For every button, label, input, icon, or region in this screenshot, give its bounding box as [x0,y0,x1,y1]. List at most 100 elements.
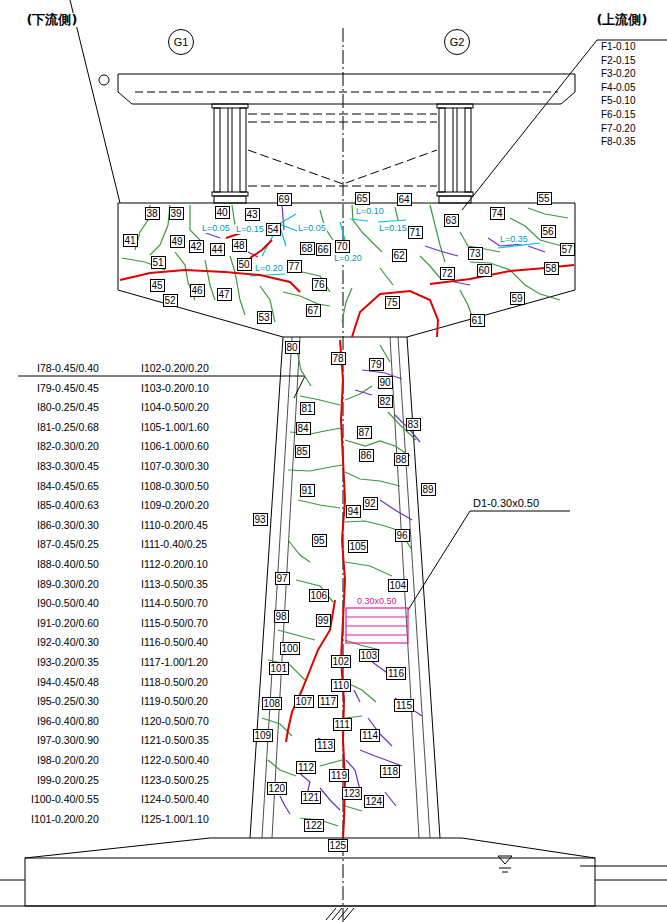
pier-cap [118,203,575,337]
ground-line [0,880,25,881]
bearing [214,196,246,203]
crack-number: 47 [217,288,232,301]
crack-line [345,386,372,400]
callout-number: 116 [388,668,404,679]
pier-column [250,337,440,838]
girder-marker: G1 [168,29,194,55]
crack-width-label: F5-0.10 [600,95,636,107]
crack-length-label: L=0.10 [355,206,385,216]
callout-number: 113 [317,740,333,751]
crack-number: 102 [331,655,352,668]
crack-number: 65 [355,192,370,205]
crack-number: 76 [312,278,327,291]
girder-stiffener [465,108,471,192]
girder-name: G2 [450,36,465,48]
crack-line [528,246,545,252]
water-level-symbol [498,856,512,872]
hatch [326,908,354,920]
crack-number: 106 [309,589,330,602]
crack-number: 67 [306,304,321,317]
crack-list-entry: I80-0.25/0.45 [36,401,100,413]
crack-number: 80 [285,341,300,354]
crack-line [395,207,398,220]
callout-number: 102 [333,656,350,667]
crack-number: 54 [266,223,281,236]
crack-number: 51 [151,256,166,269]
crack-number: 41 [123,234,138,247]
crack-number: 98 [274,610,289,623]
callout-number: 109 [255,730,272,741]
callout-number: 87 [359,427,370,438]
crack-number: 71 [408,226,423,239]
crack-number: 84 [296,422,311,435]
callout-number: 100 [282,643,299,654]
crack-number: 90 [378,376,393,389]
crack-list-entry: I100-0.40/0.55 [30,793,100,805]
callout-number: 82 [380,396,391,407]
crack-line [302,272,330,292]
crack-number: 83 [406,418,421,431]
callout-number: 64 [399,194,410,205]
callout-number: 53 [259,312,270,323]
crack-line [286,600,335,742]
crack-line [298,500,340,508]
crack-line [296,580,333,602]
crack-line [279,214,296,224]
crack-number: 119 [329,769,349,782]
callout-number: 61 [472,315,483,326]
crack-list-entry: I118-0.50/0.20 [140,676,209,688]
crack-length-label: L=0.05 [201,223,231,233]
callout-number: 79 [371,359,382,370]
spall-area [346,608,408,643]
crack-list-entry: I111-0.40/0.25 [140,538,208,550]
callout-number: 88 [396,454,407,465]
girder-stiffener [439,108,445,192]
crack-line [460,290,472,316]
crack-list-entry: I98-0.20/0.20 [36,754,100,766]
callout-number: 90 [380,377,391,388]
crack-number: 68 [300,242,315,255]
crack-line [280,796,290,814]
crack-list-entry: I95-0.25/0.30 [36,695,100,707]
crack-number: 63 [444,214,459,227]
crack-line [355,390,372,395]
crack-list-entry: I81-0.25/0.68 [36,421,100,433]
crack-number: 69 [277,193,292,206]
crack-line [205,260,215,300]
crack-number: 66 [316,243,331,256]
callout-number: 41 [125,235,136,246]
spall-label: D1-0.30x0.50 [472,497,540,510]
crack-number: 115 [394,699,414,712]
crack-list-entry: I90-0.50/0.40 [36,597,100,609]
girder-flange [212,192,248,196]
callout-number: 117 [320,696,336,707]
crack-number: 82 [378,395,393,408]
crack-number: 105 [348,540,369,553]
crack-number: 101 [269,662,290,675]
callout-number: 93 [255,514,266,525]
crack-line [380,268,393,285]
crack-number: 92 [363,497,378,510]
crack-number: 121 [301,791,322,804]
crack-list-entry: I114-0.50/0.70 [140,597,209,609]
crack-number: 61 [470,314,485,327]
callout-number: 85 [297,446,308,457]
crack-length-label: L=0.20 [254,263,284,273]
girder-flange [212,104,248,108]
crack-list-entry: I109-0.20/0.20 [140,499,210,511]
crack-line [320,760,342,766]
crack-number: 99 [316,614,331,627]
crack-list-entry: I97-0.30/0.90 [36,734,100,746]
crack-list-entry: I88-0.40/0.50 [36,558,100,570]
crack-number: 55 [537,192,552,205]
crack-number: 70 [335,240,350,253]
callout-number: 65 [357,193,368,204]
bracing [248,114,437,115]
bracing [248,150,437,184]
callout-number: 115 [396,700,412,711]
crack-number: 43 [245,208,260,221]
crack-line [420,256,440,278]
callout-number: 80 [287,342,298,353]
callout-number: 105 [350,541,367,552]
